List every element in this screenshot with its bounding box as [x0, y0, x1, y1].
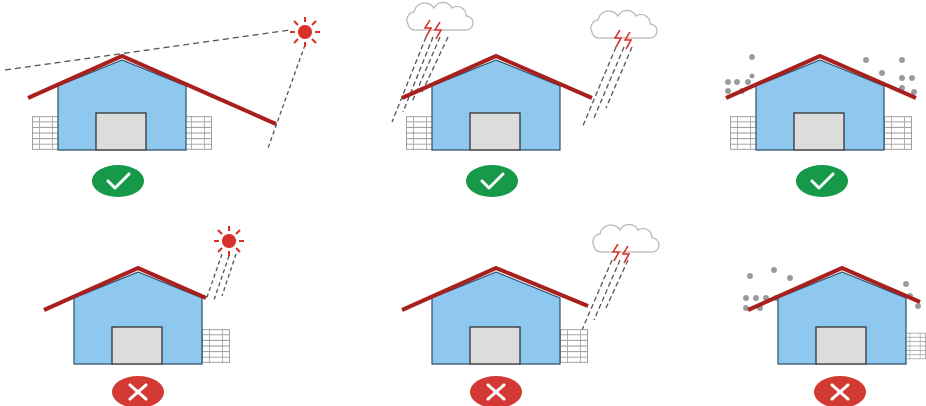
garage-door — [112, 327, 162, 364]
panel-lightning-ok — [392, 2, 657, 197]
panel-snow-bad — [743, 267, 926, 406]
garage-door — [470, 113, 520, 150]
panel-sun-ok — [5, 17, 320, 197]
house — [402, 268, 588, 364]
sun-icon — [290, 17, 320, 47]
badge-ok — [796, 165, 848, 197]
fence — [406, 116, 434, 150]
garage-door — [816, 327, 866, 364]
lightning-strike-lines — [582, 260, 628, 330]
garage-door — [470, 327, 520, 364]
sun-icon — [214, 226, 244, 256]
fence — [184, 116, 212, 150]
badge-ok — [466, 165, 518, 197]
sun-ray-line — [268, 45, 305, 148]
sun-ray-lines — [206, 254, 236, 300]
fence — [560, 329, 588, 363]
garage-door — [96, 113, 146, 150]
fence — [32, 116, 60, 150]
fence — [884, 116, 912, 150]
panel-snow-ok — [725, 54, 917, 197]
badge-bad — [112, 376, 164, 406]
panel-lightning-bad — [402, 224, 659, 406]
badge-ok — [92, 165, 144, 197]
cloud-icon — [407, 2, 473, 30]
fence — [202, 329, 230, 363]
panel-sun-bad — [44, 226, 244, 406]
fence — [904, 333, 926, 359]
lightning-strike-lines — [582, 47, 632, 128]
house — [28, 56, 276, 150]
badge-bad — [470, 376, 522, 406]
house — [748, 268, 920, 364]
badge-bad — [814, 376, 866, 406]
fence — [730, 116, 758, 150]
sun-ray-line — [5, 30, 290, 70]
garage-door — [794, 113, 844, 150]
house — [44, 268, 206, 364]
cloud-icon — [591, 10, 657, 38]
